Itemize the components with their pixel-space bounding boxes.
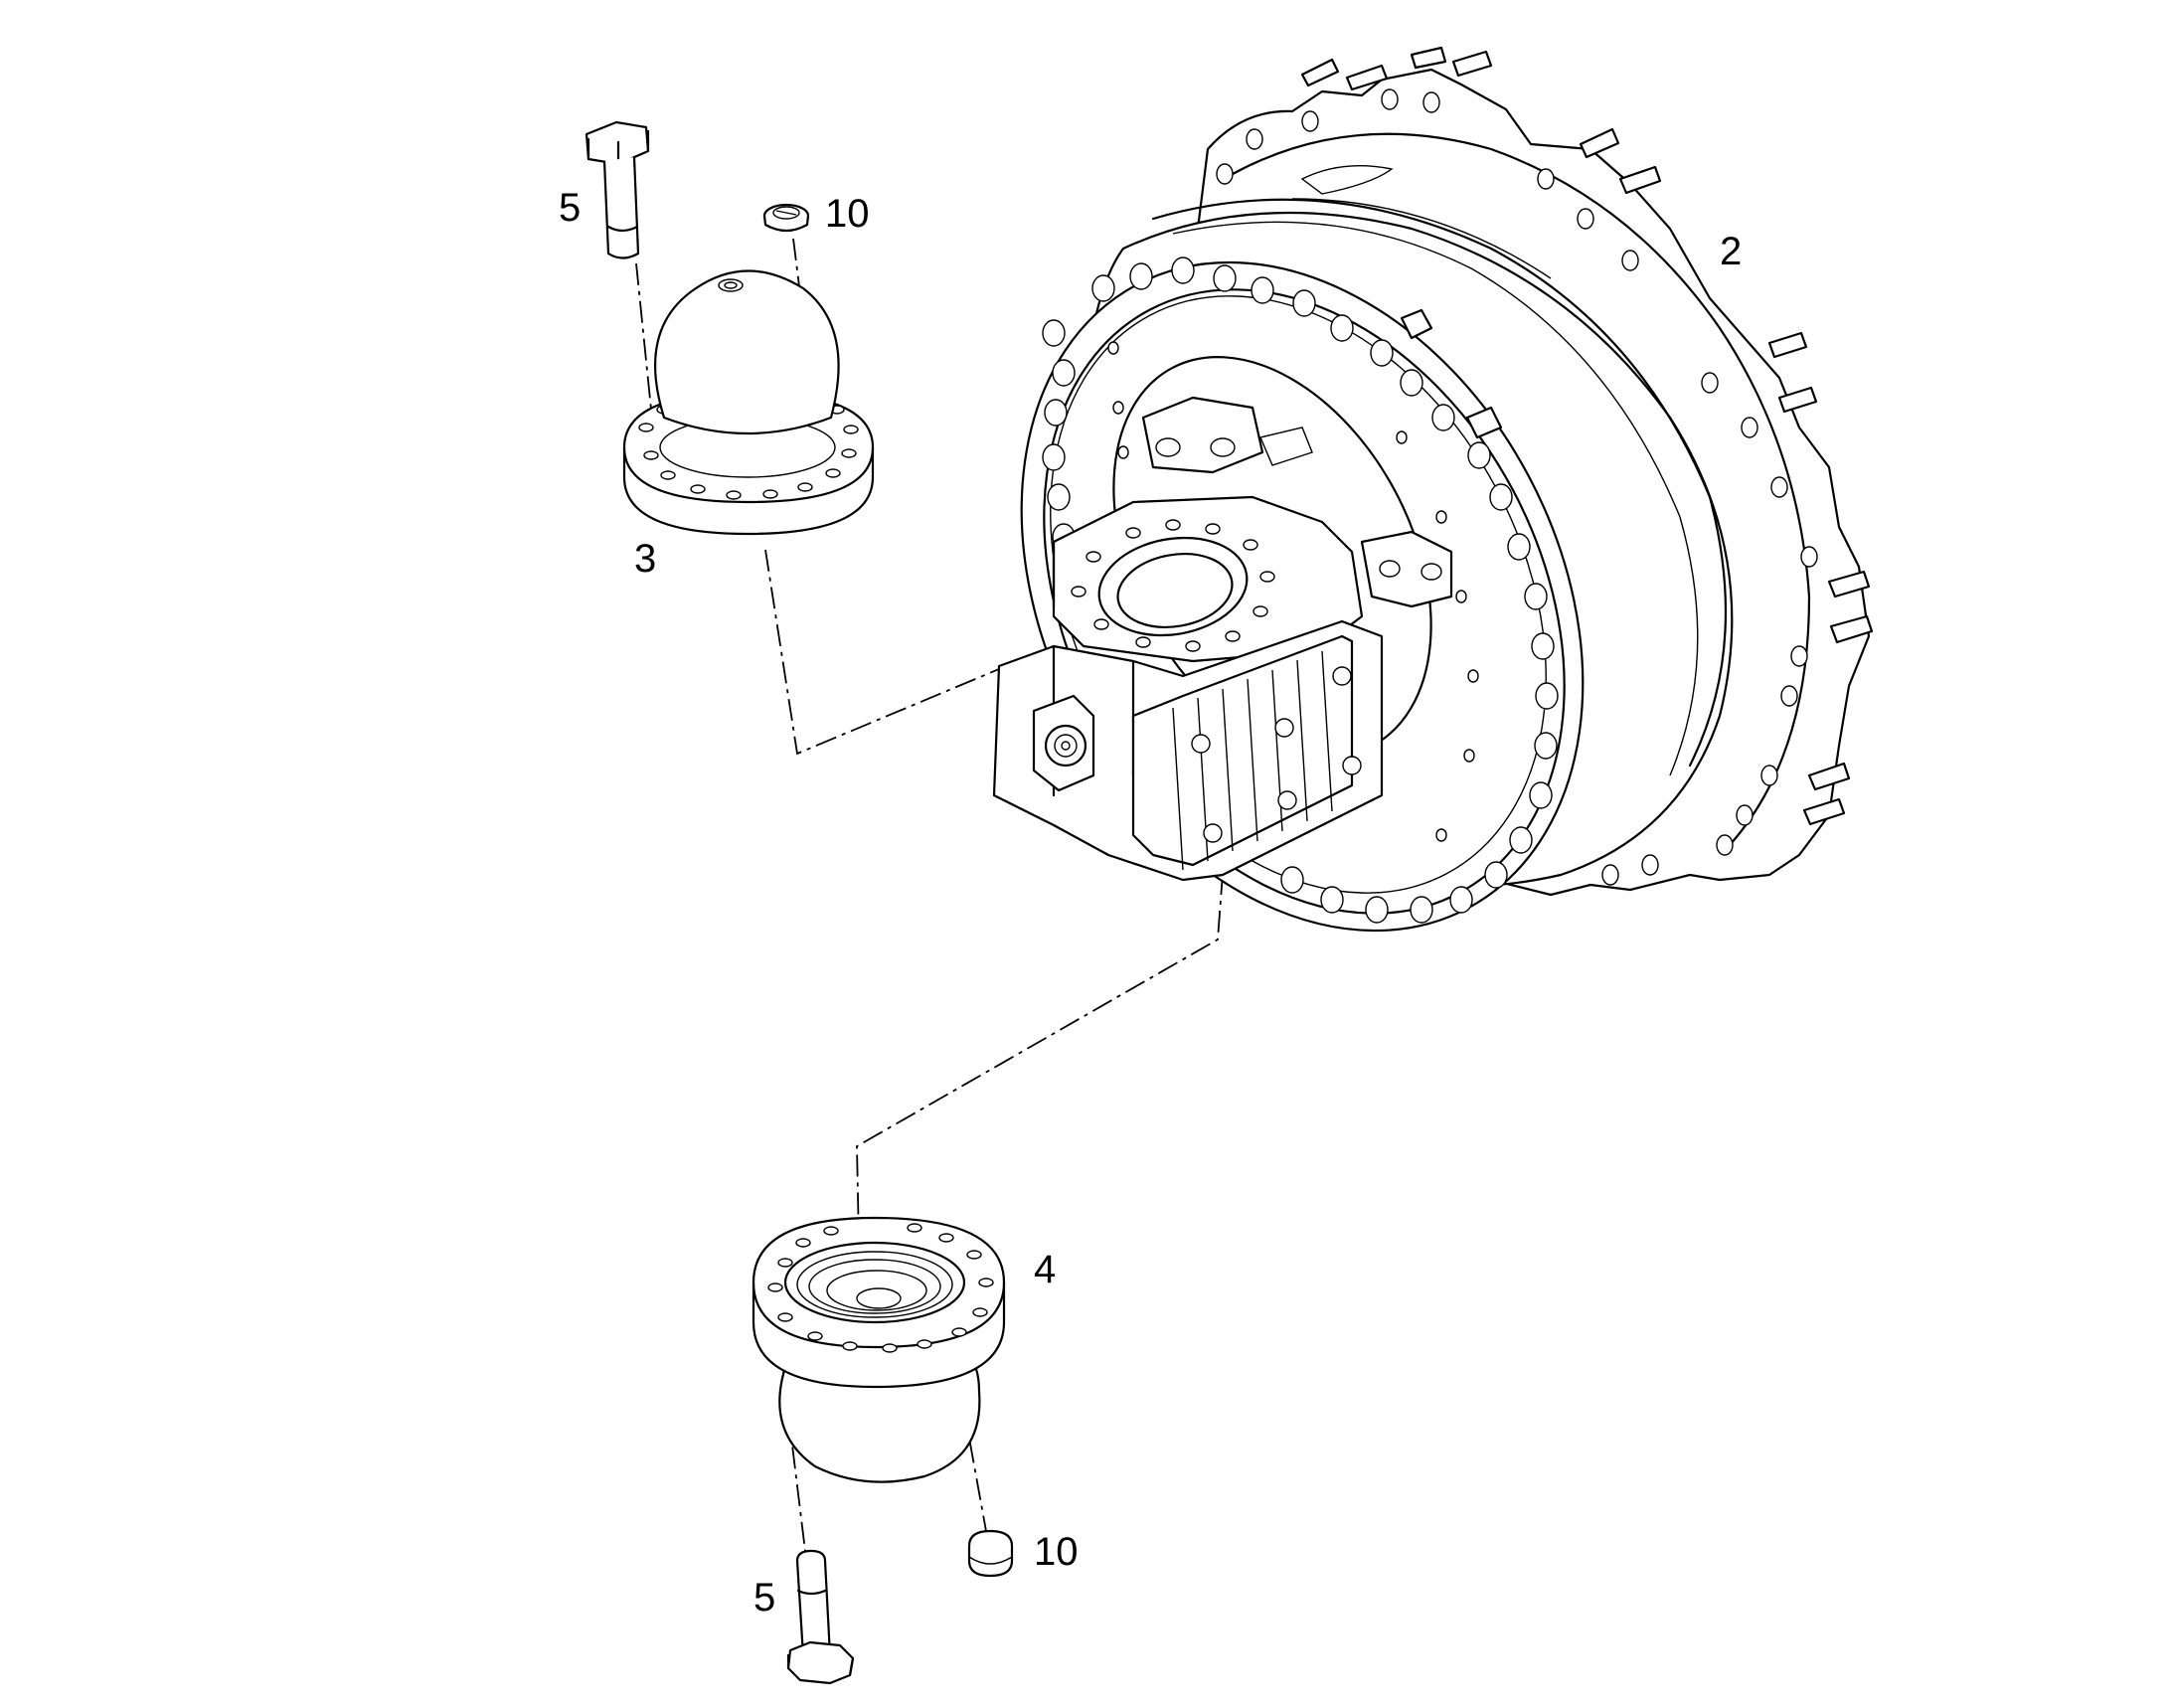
hub-drive-assembly [992, 46, 1874, 933]
callout-plug-top: 10 [825, 192, 870, 236]
plug-top [762, 203, 810, 233]
callout-plug-bottom: 10 [1034, 1530, 1079, 1574]
flange-cover [752, 1216, 1006, 1483]
callout-hub-drive: 2 [1720, 230, 1742, 273]
wheel-studs [1300, 46, 1874, 826]
plug-bottom [967, 1529, 1014, 1578]
dome-cover [622, 269, 875, 536]
callout-bolt-bottom: 5 [753, 1576, 775, 1620]
bolt-top [585, 120, 650, 259]
callout-bolt-top: 5 [559, 186, 581, 230]
bolt-bottom [786, 1549, 855, 1685]
face-ring-bolts [1042, 256, 1559, 924]
callout-cover-dome: 3 [634, 537, 656, 581]
connector-plug [1032, 694, 1095, 792]
callout-cover-flange: 4 [1034, 1248, 1056, 1291]
